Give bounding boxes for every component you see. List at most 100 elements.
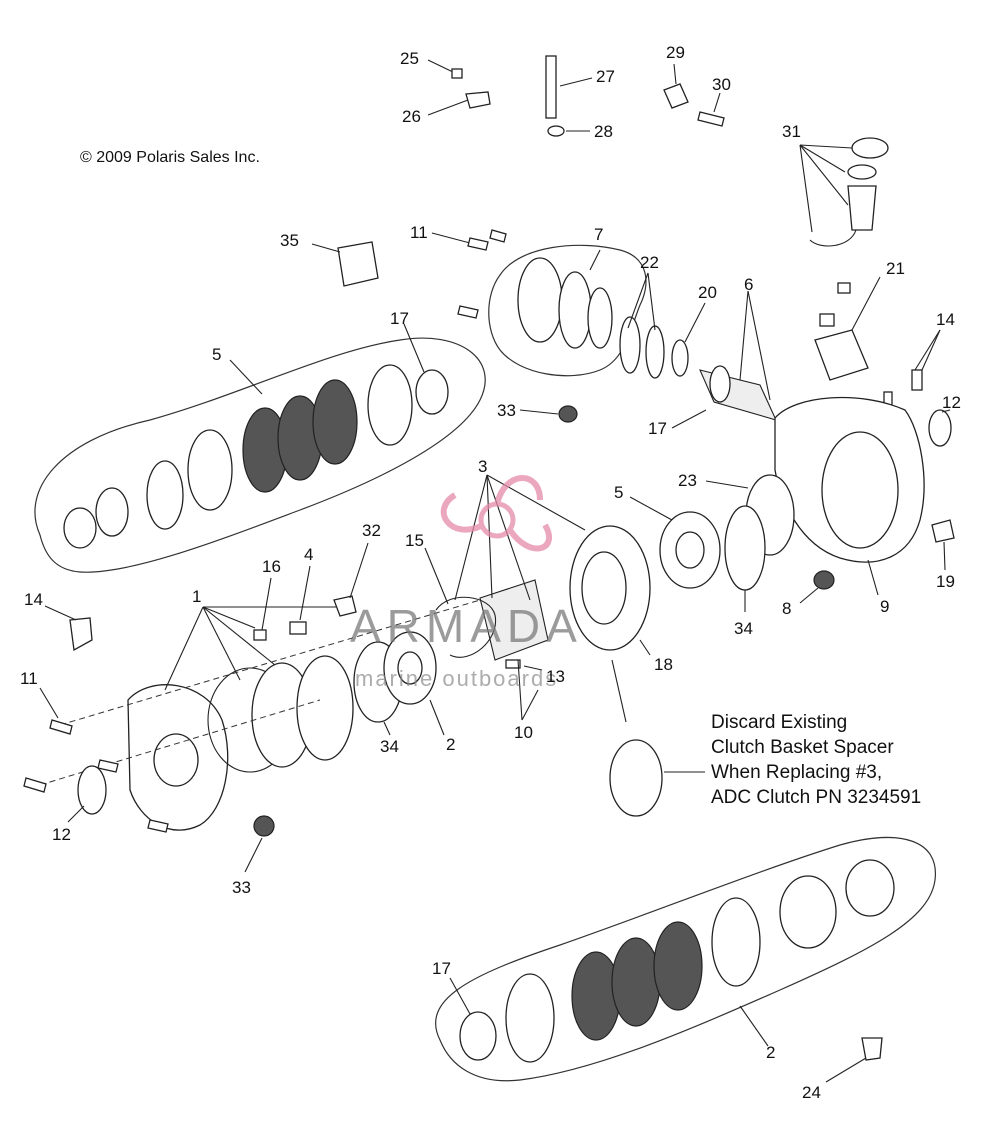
part-27-pin bbox=[545, 55, 557, 119]
callout-11-left: 11 bbox=[20, 669, 38, 688]
part-34-ring-right bbox=[724, 505, 766, 591]
part-2-plate-c bbox=[779, 875, 837, 949]
part-22-ring-a bbox=[619, 316, 641, 374]
part-1-oring-c bbox=[296, 655, 354, 761]
leader-18 bbox=[639, 639, 651, 656]
part-32-clip bbox=[333, 595, 357, 617]
leader-4 bbox=[299, 565, 311, 621]
part-11-bolt-left-d bbox=[147, 819, 169, 833]
callout-31: 31 bbox=[782, 122, 801, 141]
callout-21: 21 bbox=[886, 259, 905, 278]
part-26-clip bbox=[465, 91, 491, 109]
note-line-2: Clutch Basket Spacer bbox=[711, 737, 894, 758]
callout-33-bottom: 33 bbox=[232, 878, 251, 897]
leader-25 bbox=[427, 59, 456, 74]
callout-8: 8 bbox=[782, 599, 791, 618]
part-21-fitting-b bbox=[837, 282, 851, 294]
part-1-cover-bore bbox=[153, 733, 199, 787]
callout-17-mid: 17 bbox=[648, 419, 667, 438]
part-18-gear-bore bbox=[581, 551, 627, 625]
leader-31-d bbox=[799, 144, 813, 233]
callout-28: 28 bbox=[594, 122, 613, 141]
part-11-bolt-left-a bbox=[49, 719, 73, 735]
leader-1-d bbox=[202, 606, 256, 629]
leader-35 bbox=[311, 243, 341, 253]
leader-32 bbox=[349, 542, 369, 599]
callout-3: 3 bbox=[478, 457, 487, 476]
leader-14-left bbox=[44, 605, 77, 621]
part-31-hose bbox=[809, 229, 857, 247]
leader-3-c bbox=[486, 474, 531, 601]
part-33-sensor-bottom bbox=[253, 815, 275, 837]
callout-34-right: 34 bbox=[734, 619, 753, 638]
callout-17-top: 17 bbox=[390, 309, 409, 328]
callout-2-bottom: 2 bbox=[766, 1043, 775, 1062]
part-22-ring-b bbox=[645, 325, 665, 379]
callout-19: 19 bbox=[936, 572, 955, 591]
leader-11-left bbox=[39, 687, 59, 719]
watermark-tagline: marine outboards bbox=[355, 666, 558, 691]
leader-34-left bbox=[383, 721, 391, 736]
callout-22: 22 bbox=[640, 253, 659, 272]
callout-17-bottom: 17 bbox=[432, 959, 451, 978]
leader-24 bbox=[825, 1057, 867, 1083]
part-13-pin bbox=[505, 659, 521, 669]
callout-11-top: 11 bbox=[410, 223, 428, 242]
part-17-bearing-bottom bbox=[459, 1011, 497, 1061]
leader-1-b bbox=[202, 606, 241, 681]
leader-20 bbox=[684, 302, 706, 343]
part-2-plate-a bbox=[505, 973, 555, 1063]
part-11-bolt-left-c bbox=[97, 759, 119, 773]
leader-14-a bbox=[914, 329, 941, 371]
part-35-bracket bbox=[337, 241, 379, 287]
leader-1-c bbox=[202, 606, 276, 666]
axis-line-b bbox=[39, 699, 321, 786]
part-30-bolt bbox=[697, 111, 725, 127]
leader-23 bbox=[705, 480, 749, 489]
leader-2-bottom bbox=[739, 1005, 769, 1047]
leader-3-a bbox=[454, 474, 488, 601]
leader-12-left bbox=[67, 805, 85, 823]
callout-26: 26 bbox=[402, 107, 421, 126]
callout-20: 20 bbox=[698, 283, 717, 302]
part-11-bolt-c bbox=[457, 305, 479, 319]
note-line-3: When Replacing #3, bbox=[711, 762, 882, 783]
part-12-seal-right bbox=[928, 409, 952, 447]
part-5-bushing bbox=[63, 507, 97, 549]
callout-10: 10 bbox=[514, 723, 533, 742]
callout-29: 29 bbox=[666, 43, 685, 62]
leader-5-left bbox=[229, 359, 263, 395]
leader-1-a bbox=[164, 606, 204, 691]
note-line-1: Discard Existing bbox=[711, 712, 847, 733]
leader-6-b bbox=[747, 290, 771, 401]
callout-25: 25 bbox=[400, 49, 419, 68]
part-7-housing bbox=[517, 257, 563, 343]
leader-6-a bbox=[739, 290, 749, 381]
part-2-hub-gear bbox=[845, 859, 895, 917]
part-17-bearing-mid bbox=[709, 365, 731, 403]
watermark-logo bbox=[440, 475, 553, 552]
leader-31-c bbox=[799, 144, 849, 206]
callout-2-mid: 2 bbox=[446, 735, 455, 754]
part-19-plug bbox=[931, 519, 955, 543]
leader-8 bbox=[799, 587, 819, 604]
leader-17-bottom bbox=[449, 977, 471, 1015]
leader-21 bbox=[851, 276, 881, 331]
clutch-pack-5-outline bbox=[34, 337, 486, 573]
part-31-reservoir bbox=[847, 185, 877, 231]
part-5-bearing bbox=[95, 487, 129, 537]
leader-33-top bbox=[519, 409, 559, 415]
part-5-plate-a bbox=[146, 460, 184, 530]
leader-22-a bbox=[627, 272, 649, 329]
part-5-hub-bore bbox=[675, 531, 705, 569]
part-9-case-bore bbox=[821, 431, 899, 549]
part-17-bearing-top bbox=[415, 369, 449, 415]
leader-19 bbox=[943, 541, 946, 571]
part-7-ring-a bbox=[558, 271, 592, 349]
callout-32: 32 bbox=[362, 521, 381, 540]
part-8-grommet bbox=[813, 570, 835, 590]
callout-18: 18 bbox=[654, 655, 673, 674]
part-14-vent-b bbox=[911, 369, 923, 391]
leader-31-b bbox=[799, 144, 846, 173]
